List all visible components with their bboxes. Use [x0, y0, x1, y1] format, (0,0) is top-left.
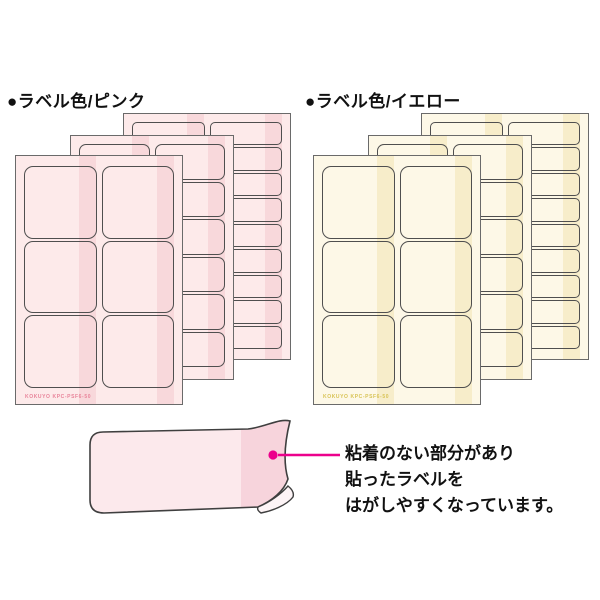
sheet-brand-text: KOKUYO KPC-PSF6-50 [323, 394, 390, 400]
label-grid [24, 166, 174, 388]
label-cell [322, 166, 395, 239]
callout-text: 粘着のない部分があり 貼ったラベルを はがしやすくなっています。 [345, 441, 563, 519]
label-cell [399, 166, 472, 239]
callout-line-1: 粘着のない部分があり [345, 444, 515, 463]
non-adhesive-stripe [506, 136, 523, 379]
callout-line-3: はがしやすくなっています。 [345, 496, 564, 515]
label-cell [101, 315, 174, 388]
pink-large-labels-sheet: KOKUYO KPC-PSF6-50 [15, 155, 183, 405]
non-adhesive-stripe [455, 156, 472, 404]
peel-label-body [90, 420, 290, 513]
non-adhesive-stripe [208, 136, 225, 379]
yellow-large-labels-sheet: KOKUYO KPC-PSF6-50 [313, 155, 481, 405]
label-cell [24, 166, 97, 239]
label-cell [209, 122, 282, 146]
label-grid [322, 166, 472, 388]
label-cell [399, 315, 472, 388]
non-adhesive-stripe [157, 156, 174, 404]
callout-line-2: 貼ったラベルを [345, 470, 464, 489]
label-cell [322, 240, 395, 314]
peelable-label-diagram [89, 419, 340, 514]
label-cell [399, 240, 472, 314]
label-cell [101, 240, 174, 314]
curled-corner-underside [256, 485, 295, 514]
label-cell [24, 240, 97, 314]
heading-label-color-pink: ●ラベル色/ピンク [7, 92, 146, 111]
callout-dot-icon [268, 450, 278, 460]
heading-label-color-yellow: ●ラベル色/イエロー [305, 92, 461, 111]
label-cell [507, 122, 580, 146]
non-adhesive-stripe [376, 156, 394, 404]
peel-label-outline [89, 419, 291, 514]
label-cell [24, 315, 97, 388]
non-adhesive-stripe [78, 156, 96, 404]
sheet-brand-text: KOKUYO KPC-PSF6-50 [25, 394, 92, 400]
label-cell [322, 315, 395, 388]
label-cell [101, 166, 174, 239]
